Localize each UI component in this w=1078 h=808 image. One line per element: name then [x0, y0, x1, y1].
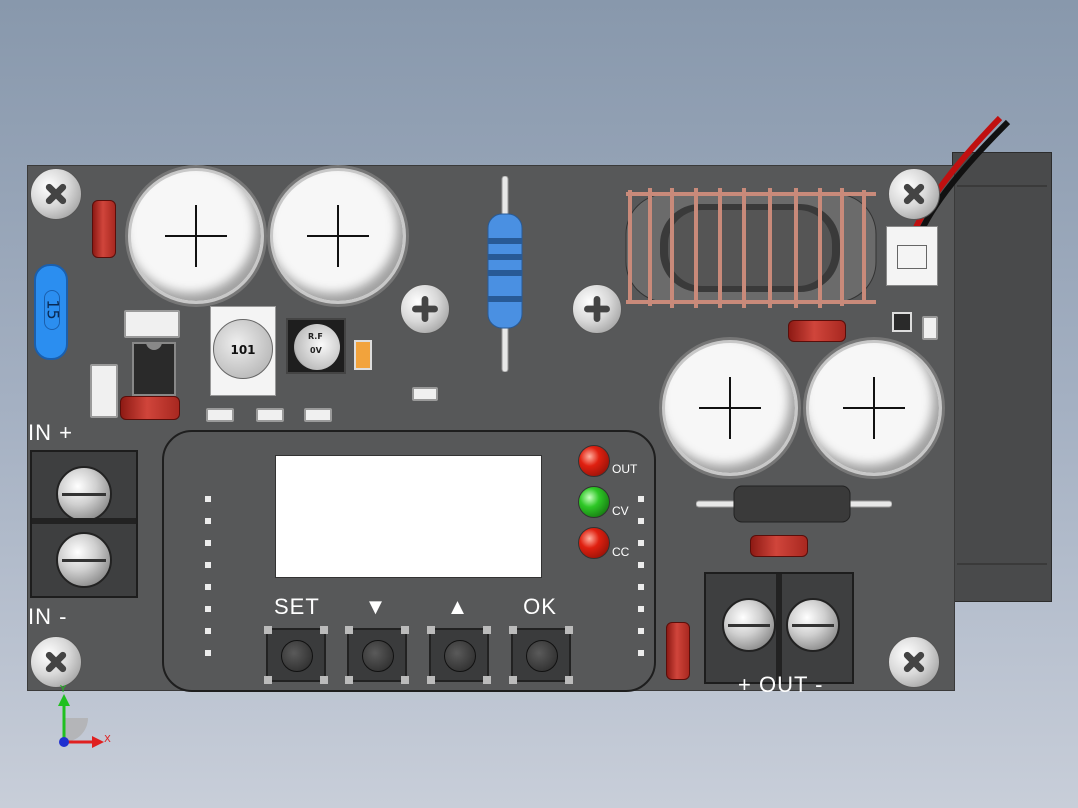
- small-inductor-module: 101: [210, 306, 276, 396]
- ok-button-label: OK: [523, 594, 557, 619]
- film-capacitor-right: [788, 320, 846, 342]
- input-capacitor-1: [128, 168, 264, 304]
- output-capacitor-1: [662, 340, 798, 476]
- resistor-vertical: [487, 176, 523, 372]
- mount-screw-bottom-right: [888, 636, 940, 688]
- fuse-rating: 15: [43, 299, 63, 320]
- inductor-code: 101: [230, 343, 256, 357]
- set-button[interactable]: [264, 626, 328, 684]
- smd-resistor-5: [922, 316, 938, 340]
- ic-chip: [132, 342, 176, 396]
- led-cv: [578, 486, 610, 518]
- output-capacitor-2: [806, 340, 942, 476]
- mount-screw-top-right: [888, 168, 940, 220]
- smd-orange-component: [354, 340, 372, 370]
- axis-triad-icon: [58, 694, 104, 748]
- axis-x-label: X: [104, 734, 111, 745]
- mount-screw-bottom-left: [30, 636, 82, 688]
- fan-housing: [952, 152, 1052, 602]
- dot-column-left: [205, 496, 211, 662]
- led-out: [578, 445, 610, 477]
- film-capacitor-bottom: [666, 622, 690, 680]
- output-terminal-screw-plus[interactable]: [722, 598, 776, 652]
- up-button-label: ▲: [446, 594, 470, 619]
- down-button[interactable]: [345, 626, 409, 684]
- axis-y-label: Y: [60, 684, 67, 695]
- smd-resistor-4: [412, 387, 438, 401]
- control-panel: [162, 430, 656, 692]
- input-terminal-screw-plus[interactable]: [56, 466, 112, 522]
- smd-resistor-2: [256, 408, 284, 422]
- smd-electrolytic-capacitor: R.F 0V: [286, 318, 346, 374]
- film-capacitor-left: [120, 396, 180, 420]
- mount-screw-top-left: [30, 168, 82, 220]
- input-capacitor-2: [270, 168, 406, 304]
- cap-marking-1: R.F: [308, 332, 323, 341]
- heatsink-screw-right: [572, 284, 622, 334]
- smd-resistor-1: [206, 408, 234, 422]
- fuse: 15: [34, 264, 68, 360]
- cap-marking-2: 0V: [310, 346, 322, 355]
- smd-resistor-3: [304, 408, 332, 422]
- input-terminal-screw-minus[interactable]: [56, 532, 112, 588]
- toroid-inductor: [625, 188, 877, 308]
- led-cc: [578, 527, 610, 559]
- transistor-small: [892, 312, 912, 332]
- down-button-label: ▼: [364, 594, 388, 619]
- film-capacitor-top-left: [92, 200, 116, 258]
- up-button[interactable]: [427, 626, 491, 684]
- input-terminal-block: [30, 450, 138, 598]
- ok-button[interactable]: [509, 626, 573, 684]
- heatsink-screw-left: [400, 284, 450, 334]
- input-minus-label: IN -: [28, 604, 68, 629]
- smd-chip-2: [90, 364, 118, 418]
- set-button-label: SET: [274, 594, 320, 619]
- led-out-label: OUT: [612, 462, 638, 476]
- smd-chip-1: [124, 310, 180, 338]
- lcd-display: [275, 455, 542, 578]
- output-label: + OUT -: [738, 672, 824, 697]
- led-cc-label: CC: [612, 545, 630, 559]
- output-terminal-screw-minus[interactable]: [786, 598, 840, 652]
- diode-horizontal: [696, 485, 892, 523]
- film-capacitor-mid: [750, 535, 808, 557]
- output-terminal-block: [704, 572, 854, 684]
- input-plus-label: IN +: [28, 420, 73, 445]
- dot-column-right: [638, 496, 644, 662]
- fan-connector: [886, 226, 938, 286]
- led-cv-label: CV: [612, 504, 629, 518]
